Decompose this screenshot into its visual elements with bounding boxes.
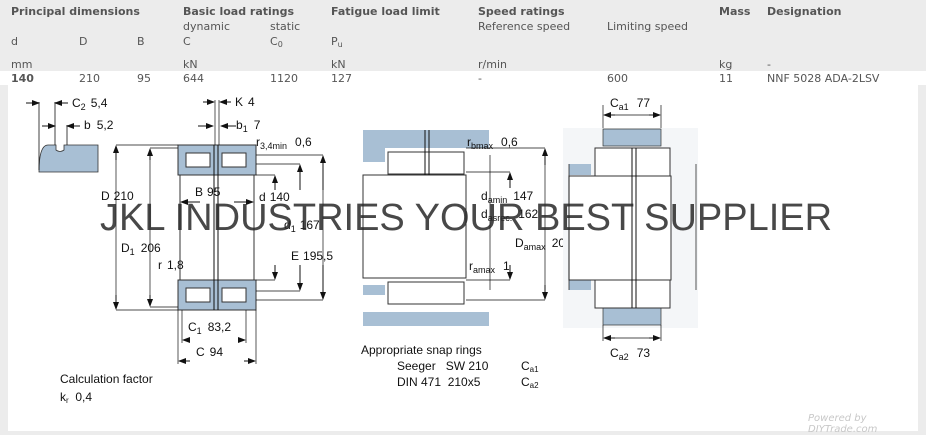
table-header: Principal dimensions Basic load ratings … (0, 0, 926, 58)
value-designation: NNF 5028 ADA-2LSV (767, 72, 880, 85)
group-designation: Designation (767, 5, 842, 18)
unit-mm: mm (11, 58, 33, 71)
unit-kg: kg (719, 58, 733, 71)
unit-kn-fatigue: kN (331, 58, 346, 71)
snap-ring-designation: SW 210 (445, 359, 489, 373)
subheader-static: static (270, 20, 301, 33)
value-C0: 1120 (270, 72, 298, 85)
mounting-section (362, 130, 548, 326)
footer-credit[interactable]: Powered by DIYTrade.com (808, 413, 878, 435)
bearing-section-main (113, 99, 326, 364)
snap-ring-standard: DIN 471 (397, 375, 442, 389)
calculation-factor-value: kr 0,4 (60, 390, 92, 405)
snap-ring-designation: 210x5 (447, 375, 481, 389)
snap-ring-standard: Seeger (397, 359, 436, 373)
snap-ring-position: Ca2 (521, 375, 539, 390)
snap-ring-sub: a2 (529, 381, 539, 390)
symbol-C: C (183, 35, 191, 48)
unit-kn-load: kN (183, 58, 198, 71)
subheader-reference-speed: Reference speed (478, 20, 571, 33)
snap-rings-title: Appropriate snap rings (361, 343, 482, 357)
value-limiting-speed: 600 (607, 72, 628, 85)
subheader-dynamic: dynamic (183, 20, 231, 33)
value-d: 140 (11, 72, 34, 85)
symbol-Pu: Pu (331, 35, 343, 51)
subheader-limiting-speed: Limiting speed (607, 20, 689, 33)
label-dasrec: dasrec.162 (481, 207, 539, 223)
snap-ring-row: Seeger SW 210 (397, 359, 488, 373)
symbol-Pu-sub: u (337, 40, 343, 49)
snap-ring-sym: C (521, 359, 530, 373)
symbol-Pu-main: P (331, 35, 338, 48)
group-speed-ratings: Speed ratings (478, 5, 565, 18)
group-fatigue-load-limit: Fatigue load limit (331, 5, 440, 18)
symbol-C0-main: C (270, 35, 278, 48)
snap-ring-row: DIN 471 210x5 (397, 375, 480, 389)
value-C: 644 (183, 72, 204, 85)
value-reference-speed: - (478, 72, 482, 85)
calc-factor-sym: k (60, 390, 66, 404)
group-basic-load-ratings: Basic load ratings (183, 5, 295, 18)
calc-factor-sub: r (66, 396, 69, 405)
snap-ring-sub: a1 (529, 365, 539, 374)
calc-factor-val: 0,4 (75, 390, 93, 404)
unit-rmin: r/min (478, 58, 507, 71)
value-B: 95 (137, 72, 151, 85)
unit-designation: - (767, 58, 771, 71)
value-D: 210 (79, 72, 100, 85)
calculation-factor-title: Calculation factor (60, 372, 153, 386)
table-row: 140 210 95 644 1120 127 - 600 11 NNF 502… (0, 71, 926, 85)
value-mass: 11 (719, 72, 733, 85)
group-mass: Mass (719, 5, 751, 18)
symbol-d: d (11, 35, 18, 48)
snap-ring-section (563, 105, 698, 341)
symbol-C0-sub: 0 (277, 40, 283, 49)
symbol-C0: C0 (270, 35, 283, 51)
snap-ring-position: Ca1 (521, 359, 539, 374)
symbol-B: B (137, 35, 145, 48)
symbol-D: D (79, 35, 88, 48)
value-Pu: 127 (331, 72, 352, 85)
group-principal-dimensions: Principal dimensions (11, 5, 140, 18)
groove-detail (26, 100, 99, 173)
snap-ring-sym: C (521, 375, 530, 389)
